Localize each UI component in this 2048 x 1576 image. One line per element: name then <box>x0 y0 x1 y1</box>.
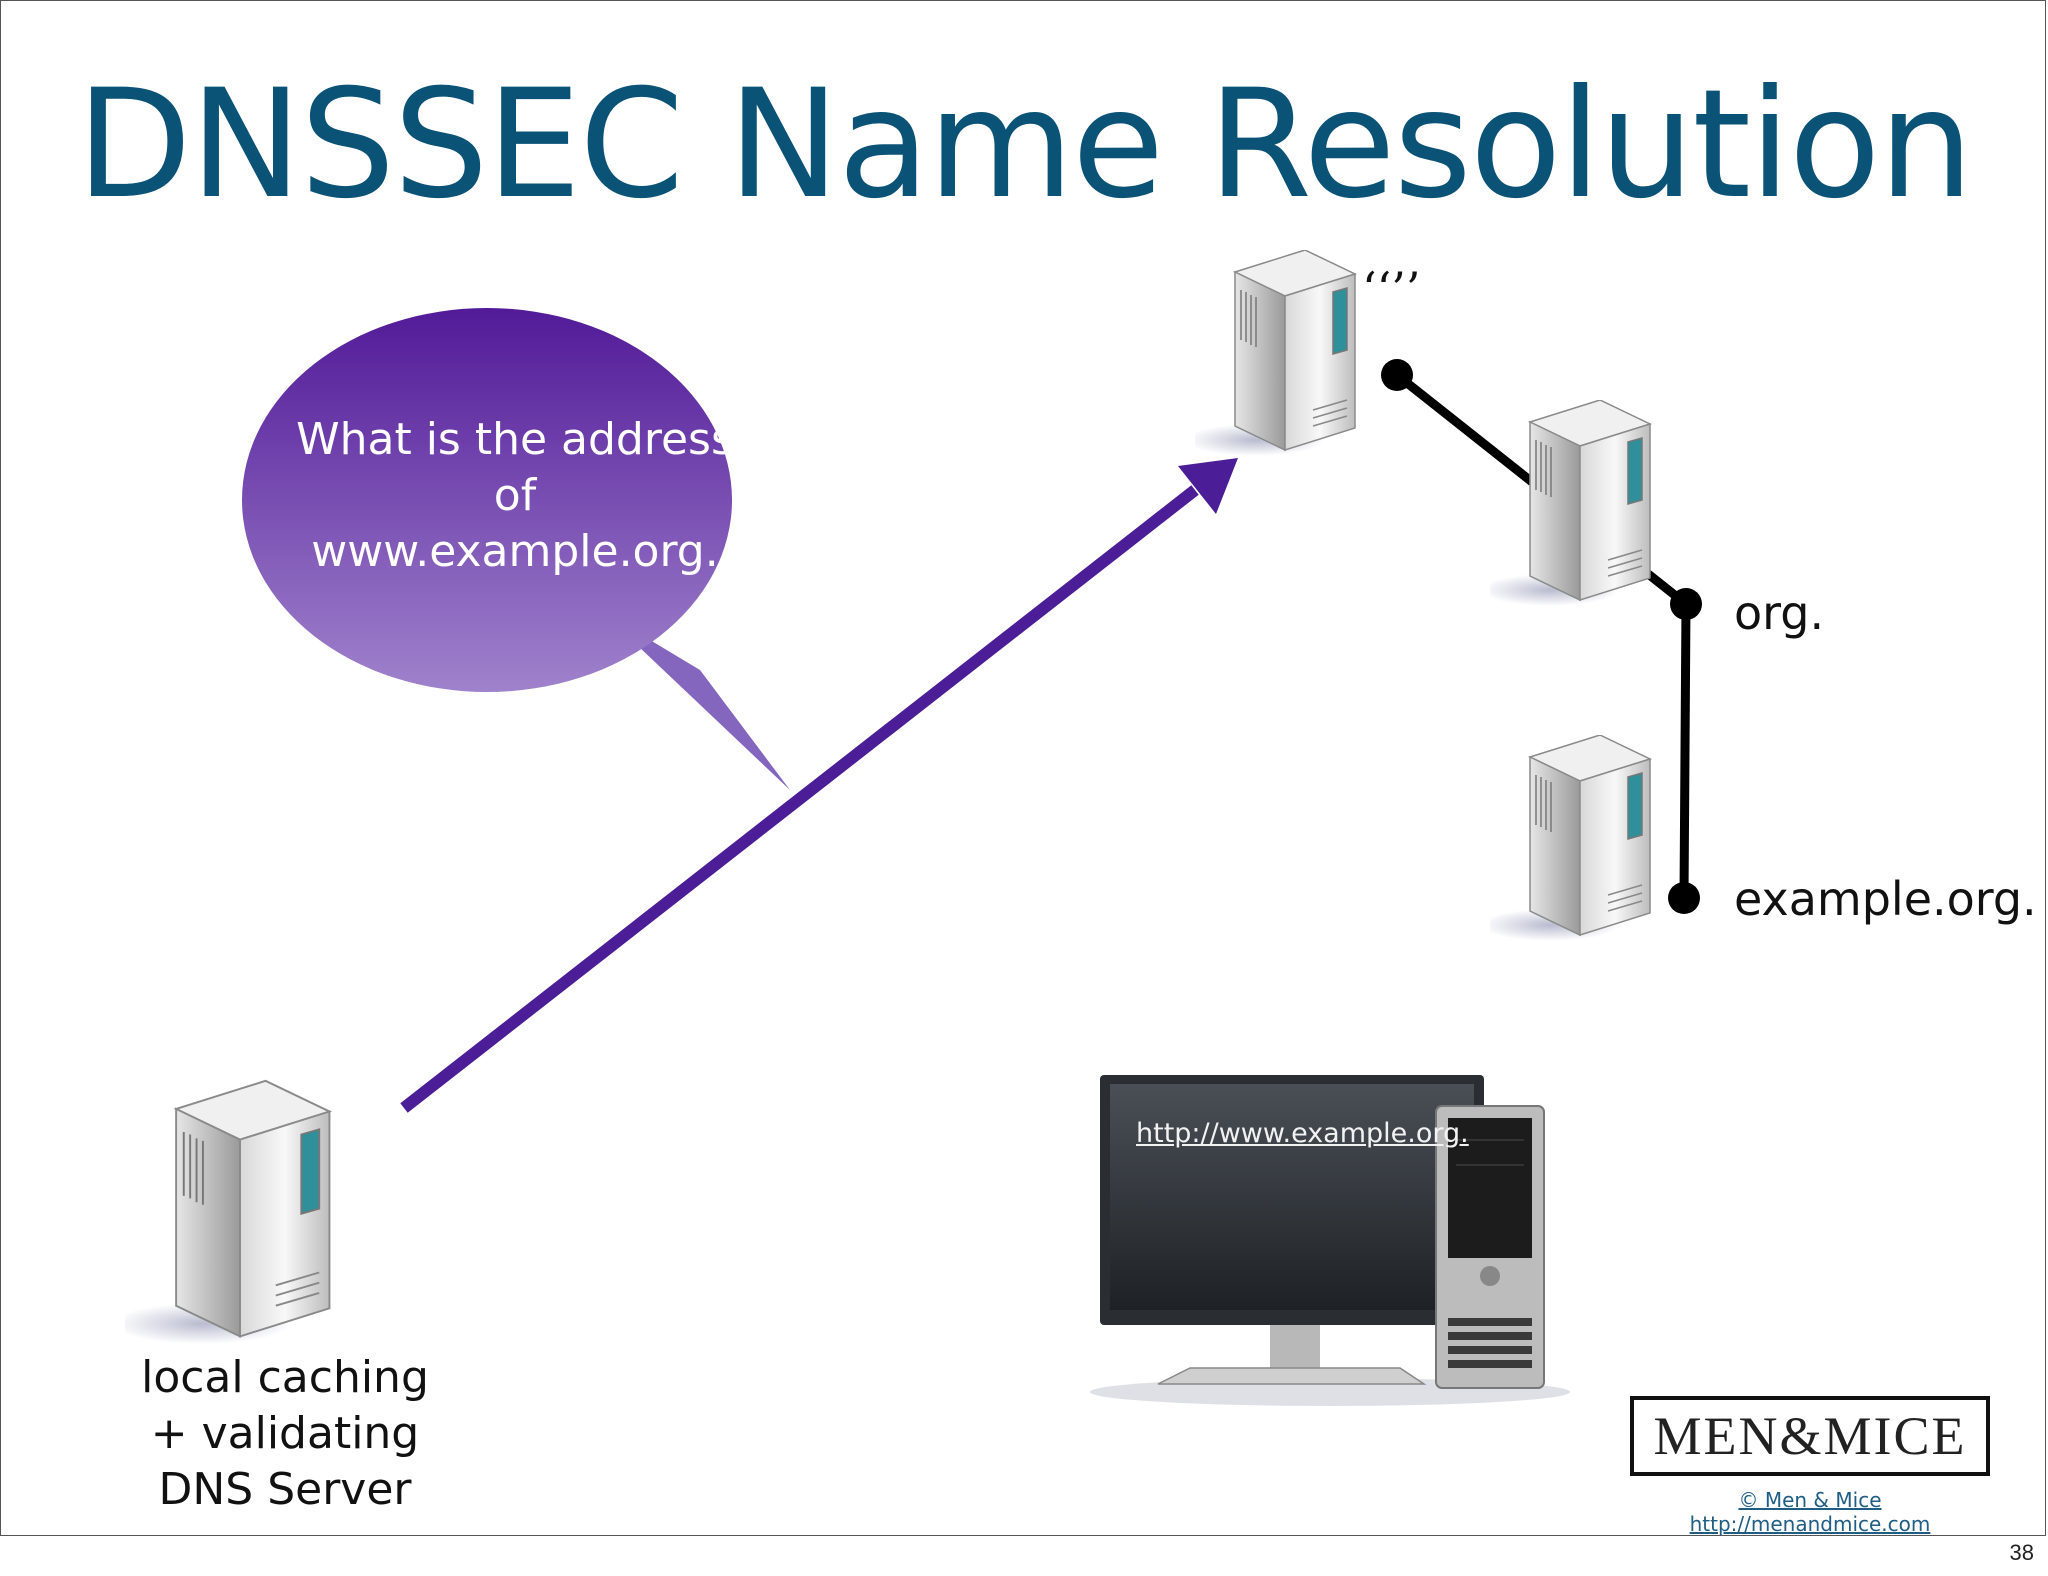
slide-frame <box>0 0 2046 1536</box>
org-zone-label: org. <box>1734 586 1825 640</box>
example-zone-label: example.org. <box>1734 872 2037 926</box>
copyright-link[interactable]: © Men & Mice http://menandmice.com <box>1689 1488 1931 1536</box>
resolver-label: local caching + validating DNS Server <box>130 1350 440 1518</box>
bubble-line: of <box>493 470 537 521</box>
resolver-server-icon <box>125 1079 331 1346</box>
example-server-icon <box>1490 735 1651 942</box>
screen-url-text: http://www.example.org. <box>1136 1118 1469 1149</box>
resolver-label-line: + validating <box>150 1408 420 1459</box>
root-server-icon <box>1195 250 1356 457</box>
query-arrow <box>400 458 1238 1113</box>
speech-bubble <box>242 308 790 790</box>
bubble-line: What is the address <box>296 414 734 465</box>
slide-title: DNSSEC Name Resolution <box>76 58 1973 232</box>
workstation-icon <box>1090 1075 1570 1406</box>
bubble-question-text: What is the address of www.example.org. <box>280 412 750 580</box>
page-number: 38 <box>2009 1540 2034 1565</box>
resolver-label-line: local caching <box>141 1352 429 1403</box>
org-server-icon <box>1490 400 1651 607</box>
bubble-line: www.example.org. <box>311 526 719 577</box>
example-node-dot <box>1668 882 1700 914</box>
root-zone-label: ‘‘’’ <box>1362 262 1421 316</box>
root-node-dot <box>1381 359 1413 391</box>
resolver-label-line: DNS Server <box>158 1464 412 1515</box>
org-node-dot <box>1670 588 1702 620</box>
menandmice-logo: MEN&MICE <box>1630 1396 1990 1476</box>
